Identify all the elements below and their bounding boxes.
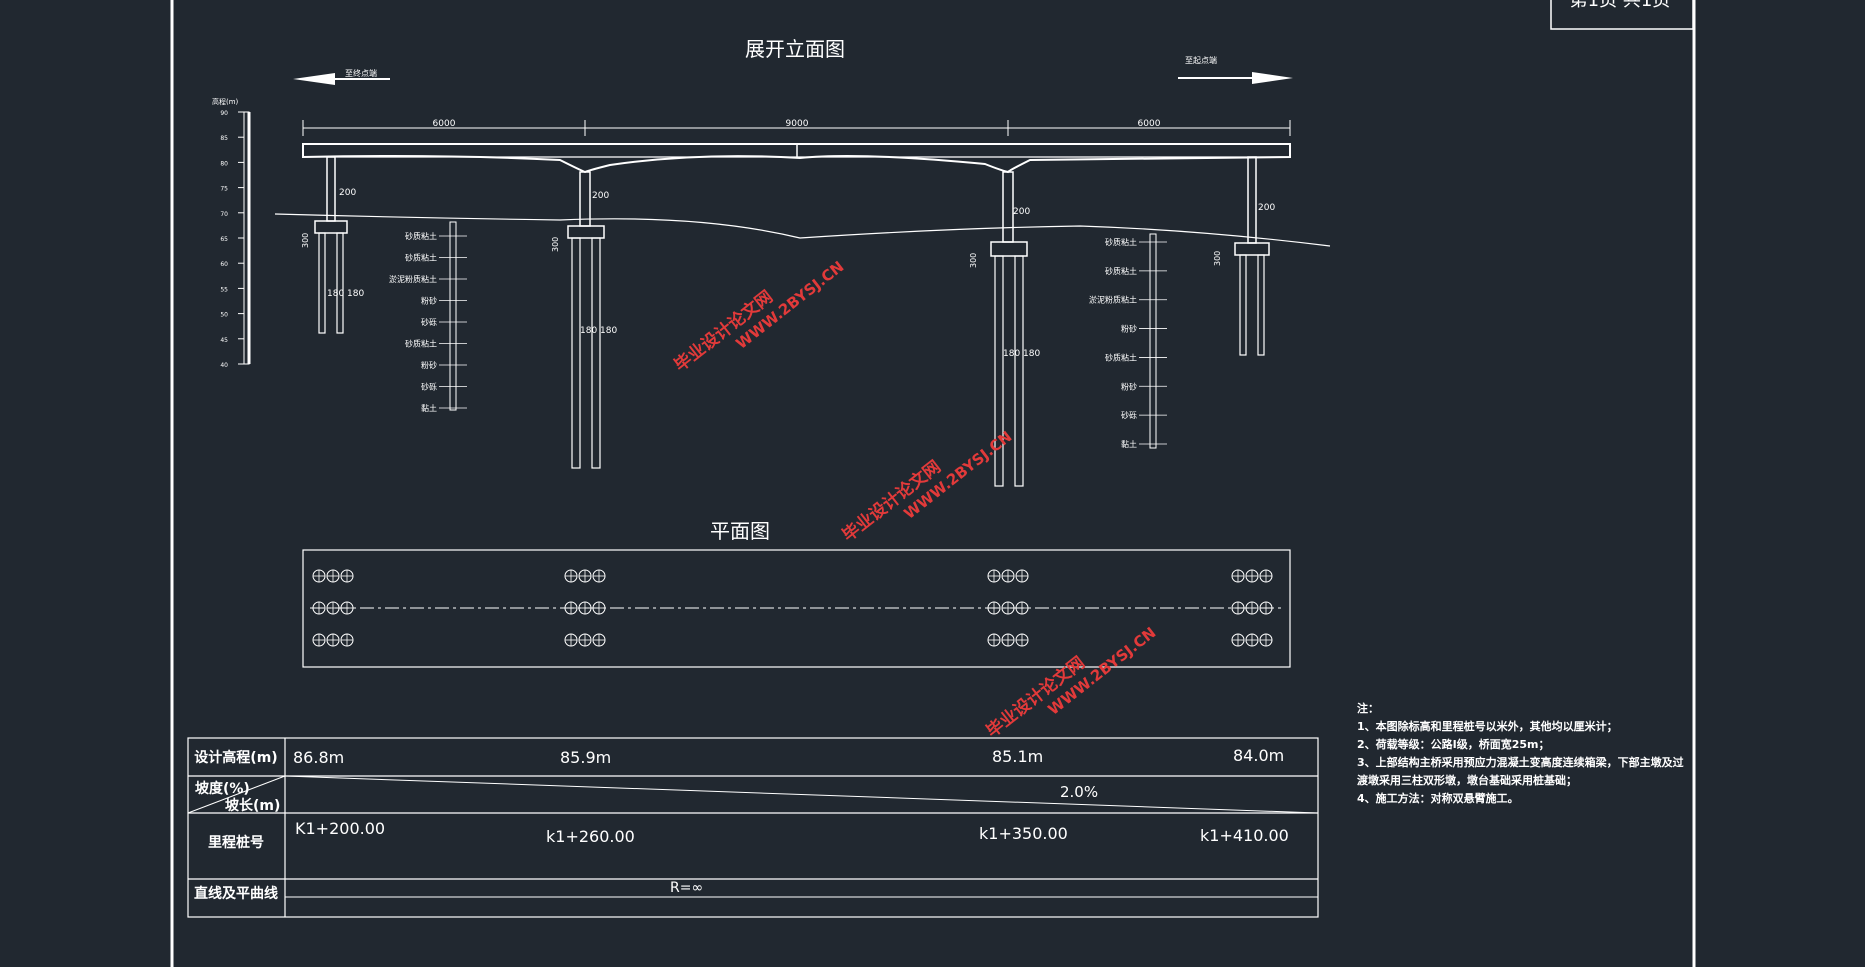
notes-heading: 注： <box>1357 701 1379 715</box>
chainage-1: K1+200.00 <box>295 819 385 838</box>
span-2-dimension: 9000 <box>786 119 809 129</box>
note-3: 3、上部结构主桥采用预应力混凝土变高度连续箱梁，下部主墩及过 <box>1357 755 1684 769</box>
arrow-right-head-icon <box>1252 72 1293 84</box>
soil-layer-label: 砂质粘土 <box>1105 266 1137 276</box>
plan-pile-groups <box>312 569 1273 647</box>
note-2: 2、荷载等级：公路I级，桥面宽25m； <box>1357 737 1550 751</box>
soil-layer-label: 粉砂 <box>421 296 437 306</box>
sheet-number: 第1页 共1页 <box>1570 0 1671 11</box>
grade-line <box>284 775 1319 814</box>
left-direction-arrow: 至终点端 <box>293 68 390 85</box>
scale-tick-label: 55 <box>220 286 228 293</box>
pier-1-column-label: 200 <box>339 188 356 198</box>
radius-value: R=∞ <box>670 880 703 896</box>
label-design-elevation: 设计高程(m) <box>194 749 277 766</box>
elevation-4: 84.0m <box>1233 746 1284 765</box>
elevation-2: 85.9m <box>560 748 611 767</box>
span-3-dimension: 6000 <box>1138 119 1161 129</box>
scale-tick-label: 75 <box>220 186 228 193</box>
scale-tick-label: 85 <box>220 135 228 142</box>
scale-tick-label: 90 <box>220 110 228 117</box>
pier-4: 200 300 <box>1213 156 1275 356</box>
elevation-scale: 高程(m) 90 85 80 75 70 65 60 55 50 45 40 <box>212 97 251 369</box>
label-alignment: 直线及平曲线 <box>194 885 278 902</box>
plan-view-title: 平面图 <box>710 519 770 543</box>
pier-2: 200 180 180 300 <box>551 171 617 469</box>
title-block: 第1页 共1页 <box>1550 0 1694 30</box>
chainage-3: k1+350.00 <box>979 824 1068 843</box>
scale-tick-label: 70 <box>220 211 228 218</box>
soil-layer-label: 淤泥粉质粘土 <box>1089 295 1137 305</box>
right-direction-arrow: 至起点端 <box>1178 55 1293 84</box>
scale-tick-label: 45 <box>220 337 228 344</box>
note-1: 1、本图除标高和里程桩号以米外，其他均以厘米计； <box>1357 719 1618 733</box>
soil-layer-label: 砂质粘土 <box>405 339 437 349</box>
label-grade: 坡度(%) <box>195 780 250 797</box>
watermark-1: 毕业设计论文网 WWW.2BYSJ.CN <box>670 257 847 375</box>
pier-3: 200 180 180 300 <box>969 171 1040 487</box>
pier-3-pile-label: 180 180 <box>1003 349 1040 359</box>
chainage-2: k1+260.00 <box>546 827 635 846</box>
elevation-view-title: 展开立面图 <box>745 37 845 61</box>
pier-4-column-label: 200 <box>1258 203 1275 213</box>
label-grade-length: 坡长(m) <box>225 797 280 814</box>
soil-layer-label: 粉砂 <box>1121 381 1137 391</box>
watermark-3: 毕业设计论文网 WWW.2BYSJ.CN <box>982 623 1159 741</box>
plan-outline <box>302 549 1291 668</box>
span-1-dimension: 6000 <box>433 119 456 129</box>
soil-layer-label: 砂砾 <box>1121 410 1137 420</box>
scale-label: 高程(m) <box>212 97 239 106</box>
pier-4-cap-label: 300 <box>1213 251 1222 266</box>
label-chainage: 里程桩号 <box>208 834 264 851</box>
soil-layer-label: 粉砂 <box>1121 324 1137 334</box>
pier-2-pile-label: 180 180 <box>580 326 617 336</box>
scale-tick-label: 40 <box>220 362 228 369</box>
note-4: 4、施工方法：对称双悬臂施工。 <box>1357 791 1519 805</box>
profile-table: 设计高程(m) 坡度(%) 坡长(m) 里程桩号 直线及平曲线 86.8m 85… <box>187 737 1319 918</box>
chainage-4: k1+410.00 <box>1200 826 1289 845</box>
pier-1-pile-label: 180 180 <box>327 289 364 299</box>
pier-3-column-label: 200 <box>1013 207 1030 217</box>
pier-3-cap-label: 300 <box>969 253 978 268</box>
scale-tick-label: 50 <box>220 312 228 319</box>
bridge-girder <box>302 143 1291 174</box>
pier-1-cap-label: 300 <box>301 233 310 248</box>
soil-layer-label: 砂质粘土 <box>405 231 437 241</box>
span-dimensions: 6000 9000 6000 <box>302 119 1291 136</box>
pier-1: 200 180 180 300 <box>301 156 364 334</box>
left-arrow-label: 至终点端 <box>345 68 377 78</box>
soil-layer-label: 砂砾 <box>421 317 437 327</box>
soil-layer-label: 砂砾 <box>421 382 437 392</box>
arrow-left-head-icon <box>293 73 335 85</box>
scale-tick-label: 80 <box>220 160 228 167</box>
soil-layer-label: 淤泥粉质粘土 <box>389 274 437 284</box>
soil-layer-label: 砂质粘土 <box>1105 352 1137 362</box>
pier-2-cap-label: 300 <box>551 237 560 252</box>
grade-value: 2.0% <box>1060 783 1098 801</box>
scale-ticks: 90 85 80 75 70 65 60 55 50 45 40 <box>220 110 244 369</box>
soil-layer-label: 黏土 <box>1121 439 1137 449</box>
elevation-3: 85.1m <box>992 747 1043 766</box>
notes-block: 注： 1、本图除标高和里程桩号以米外，其他均以厘米计； 2、荷载等级：公路I级，… <box>1357 701 1684 805</box>
soil-layer-label: 黏土 <box>421 403 437 413</box>
ground-line <box>274 213 1331 247</box>
plan-view <box>302 549 1291 668</box>
elevation-1: 86.8m <box>293 748 344 767</box>
soil-layer-label: 砂质粘土 <box>1105 237 1137 247</box>
right-arrow-label: 至起点端 <box>1185 55 1217 65</box>
watermark-2: 毕业设计论文网 WWW.2BYSJ.CN <box>838 427 1015 545</box>
note-3-continued: 渡墩采用三柱双形墩，墩台基础采用桩基础； <box>1357 773 1577 787</box>
soil-layer-label: 砂质粘土 <box>405 253 437 263</box>
soil-layer-label: 粉砂 <box>421 360 437 370</box>
scale-tick-label: 60 <box>220 261 228 268</box>
scale-tick-label: 65 <box>220 236 228 243</box>
pier-2-column-label: 200 <box>592 191 609 201</box>
